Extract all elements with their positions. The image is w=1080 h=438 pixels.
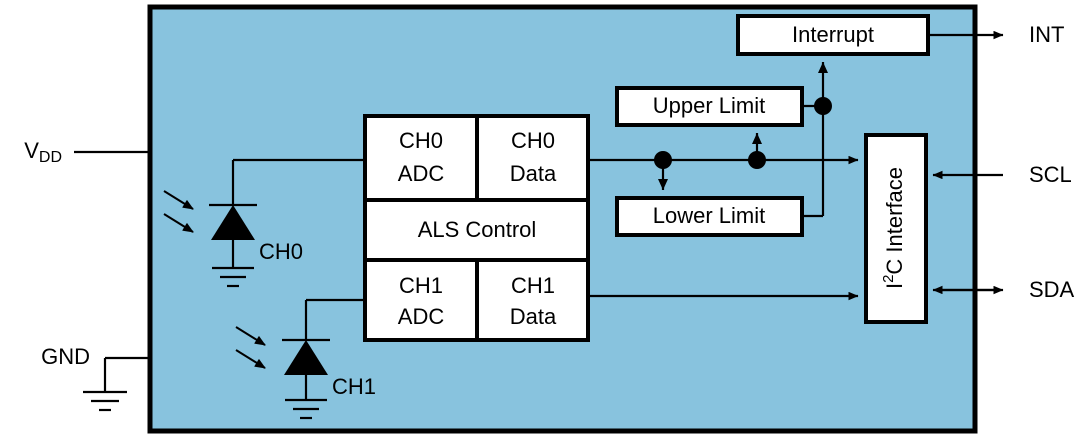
incident-light-arrows-ch0 — [163, 190, 194, 233]
block-i2c-interface — [864, 133, 928, 324]
block-ch0-adc-line1: CH0 — [399, 128, 443, 153]
incident-light-arrows-ch1 — [235, 326, 266, 369]
block-i2c-interface-label: I2C Interface — [880, 167, 907, 289]
photodiode-ch1 — [282, 300, 330, 400]
pin-label-sda: SDA — [1029, 277, 1075, 302]
block-als-control: ALS Control — [418, 217, 537, 242]
block-lower-limit — [615, 196, 804, 237]
block-ch1-adc-line2: ADC — [398, 304, 445, 329]
junction-dot-interrupt — [814, 97, 832, 115]
pin-label-scl: SCL — [1029, 162, 1072, 187]
block-ch1-data-line1: CH1 — [511, 273, 555, 298]
pin-label-int: INT — [1029, 22, 1064, 47]
block-ch1-data-line2: Data — [510, 304, 557, 329]
block-ch0-data-line2: Data — [510, 161, 557, 186]
block-interrupt — [736, 14, 930, 56]
block-interrupt-label: Interrupt — [792, 22, 874, 47]
ground-symbol-gnd-pin — [83, 390, 127, 412]
block-ch0-adc-line2: ADC — [398, 161, 445, 186]
pin-label-gnd: GND — [41, 344, 90, 369]
block-ch0-data-line1: CH0 — [511, 128, 555, 153]
ground-symbol-ch1 — [285, 398, 327, 420]
ground-symbol-ch0 — [212, 266, 254, 288]
block-ch1-adc-line1: CH1 — [399, 273, 443, 298]
photodiode-label-ch1: CH1 — [332, 374, 376, 399]
block-lower-limit-label: Lower Limit — [653, 203, 765, 228]
photodiode-ch0 — [209, 160, 257, 268]
pin-label-vdd: VDD — [24, 138, 62, 166]
block-upper-limit-label: Upper Limit — [653, 93, 765, 118]
photodiode-label-ch0: CH0 — [259, 239, 303, 264]
